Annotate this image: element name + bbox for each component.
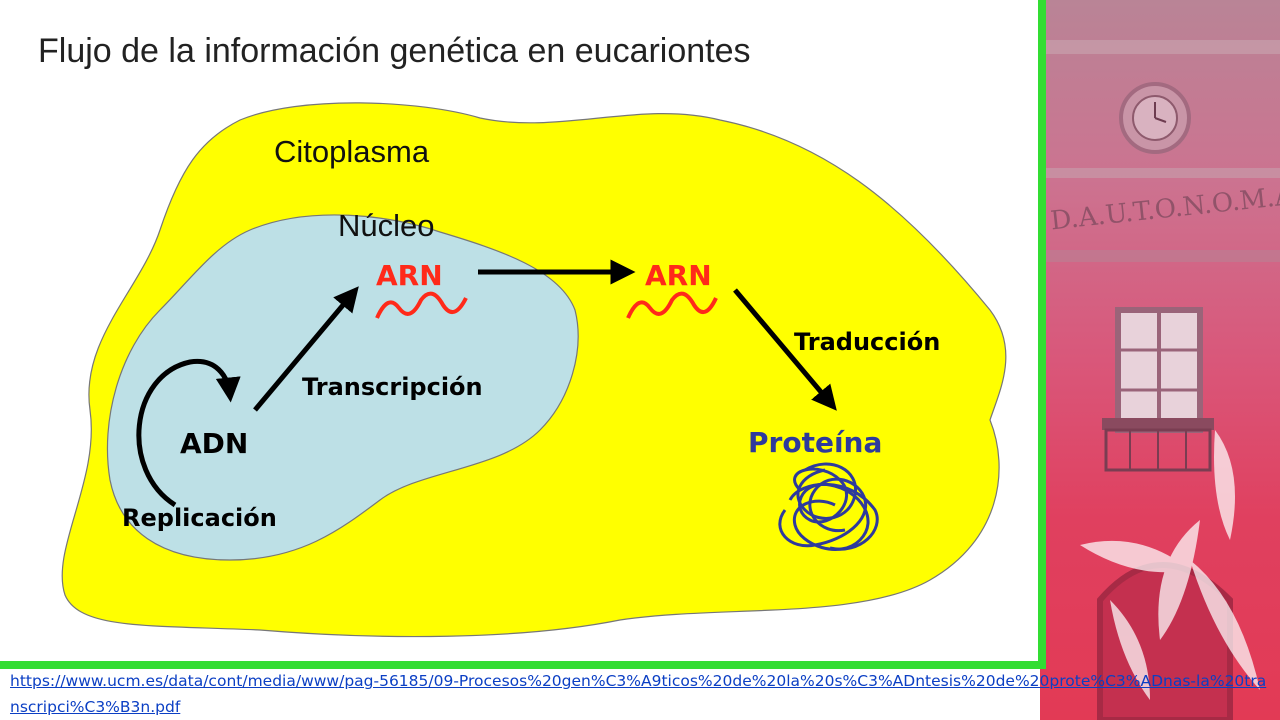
source-link[interactable]: https://www.ucm.es/data/cont/media/www/p… bbox=[10, 672, 1267, 716]
rna-cytoplasm-label: ARN bbox=[645, 259, 712, 292]
page-title: Flujo de la información genética en euca… bbox=[38, 32, 751, 70]
balcony-icon bbox=[1102, 418, 1214, 472]
nucleus-shape bbox=[106, 214, 579, 561]
rna-strand-cytoplasm-icon bbox=[626, 291, 718, 319]
replication-label: Replicación bbox=[122, 504, 277, 532]
leaf-logo-icon bbox=[1080, 430, 1260, 700]
transcription-label: Transcripción bbox=[302, 373, 483, 401]
clock-icon bbox=[1119, 82, 1191, 154]
window-icon bbox=[1115, 307, 1203, 433]
rna-nucleus-label: ARN bbox=[376, 259, 443, 292]
replication-loop bbox=[136, 358, 241, 508]
side-decorative-panel: D.A.U.T.O.N.O.M.A bbox=[1040, 0, 1280, 720]
translation-label: Traducción bbox=[794, 328, 940, 356]
translation-arrow-icon bbox=[733, 288, 837, 411]
protein-tangle-icon bbox=[778, 462, 879, 551]
protein-label: Proteína bbox=[748, 426, 882, 459]
rna-strand-nucleus-icon bbox=[375, 291, 468, 319]
genetic-flow-diagram: Flujo de la información genética en euca… bbox=[38, 32, 1007, 638]
building-facade-image: D.A.U.T.O.N.O.M.A bbox=[1040, 40, 1280, 720]
side-banner-text: D.A.U.T.O.N.O.M.A bbox=[1049, 181, 1280, 236]
dna-label: ADN bbox=[180, 427, 248, 460]
nucleus-label: Núcleo bbox=[338, 208, 435, 243]
transcription-arrow-icon bbox=[253, 286, 359, 412]
cytoplasm-label: Citoplasma bbox=[274, 134, 430, 169]
